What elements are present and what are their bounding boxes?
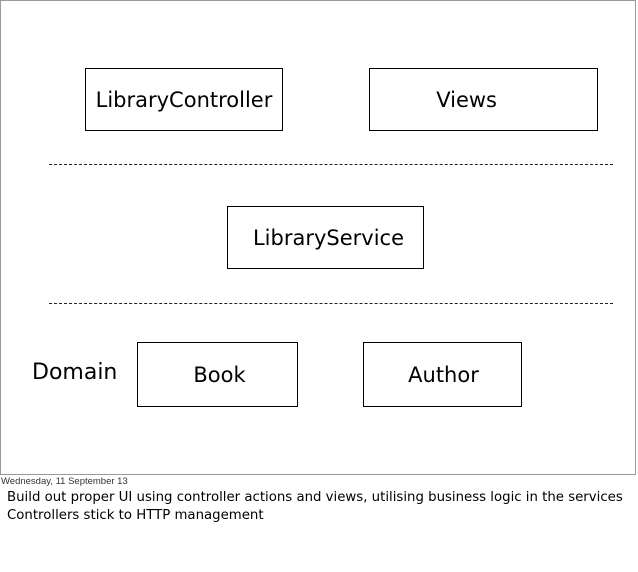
layer-divider-top [49,164,613,165]
library-service-box: LibraryService [227,206,424,269]
slide-canvas: LibraryController Views LibraryService D… [0,0,636,475]
library-controller-label: LibraryController [95,87,273,112]
notes-line: Controllers stick to HTTP management [7,508,264,523]
slide-date: Wednesday, 11 September 13 [1,476,128,487]
layer-divider-bottom [49,303,613,304]
book-box: Book [137,342,298,407]
views-box: Views [369,68,598,131]
library-controller-box: LibraryController [85,68,283,131]
author-label: Author [408,362,479,387]
speaker-notes: Build out proper UI using controller act… [7,489,635,525]
notes-line: Build out proper UI using controller act… [7,490,623,505]
views-label: Views [436,87,497,112]
library-service-label: LibraryService [252,225,405,250]
book-label: Book [193,362,246,387]
domain-label: Domain [32,360,118,385]
author-box: Author [363,342,522,407]
